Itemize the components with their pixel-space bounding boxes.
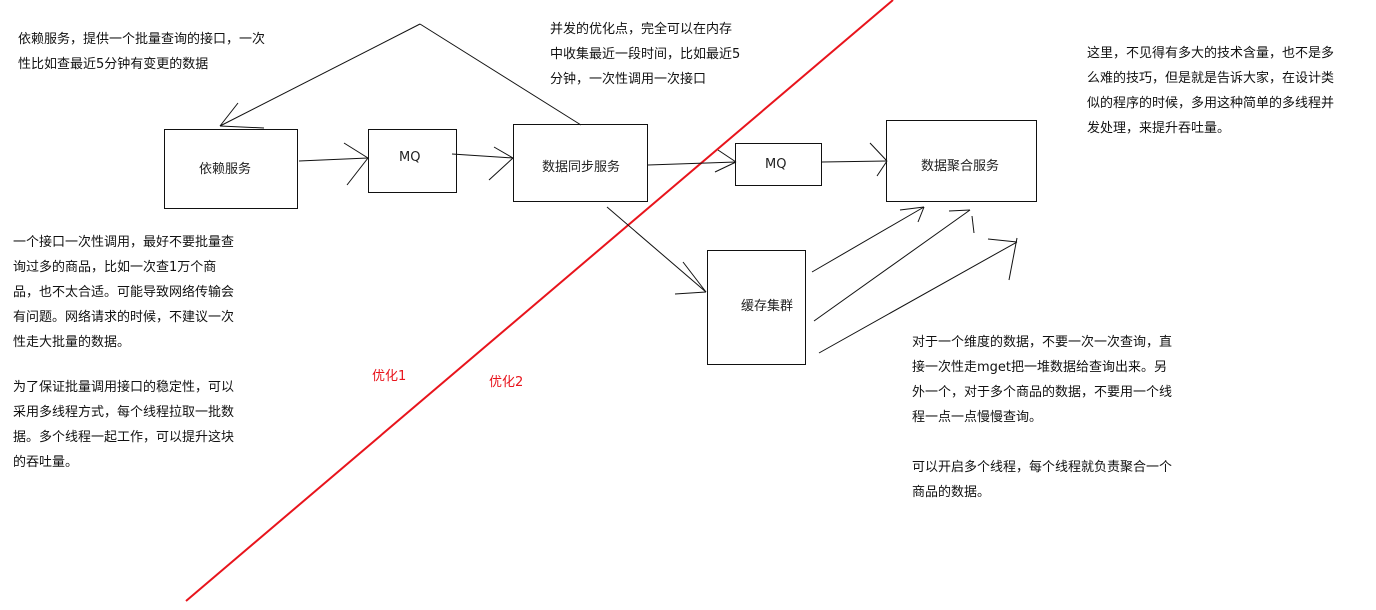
node-label: 依赖服务 [199,162,252,177]
note-dependency-batch-api: 依赖服务，提供一个批量查询的接口，一次 性比如查最近5分钟有变更的数据 [18,32,266,72]
loop-arrow-left-leg [219,23,421,127]
arrow-dependency-to-mq1 [298,157,369,162]
arrow-cache-to-aggregation-3 [818,241,1018,354]
arrowhead-cache [674,261,707,295]
optimization-divider-line [185,0,894,602]
node-mq-1[interactable]: MQ [368,129,457,193]
node-label: 缓存集群 [741,299,794,314]
node-data-sync-service[interactable]: 数据同步服务 [513,124,648,202]
node-data-aggregation-service[interactable]: 数据聚合服务 [886,120,1037,202]
arrowhead-sync [488,146,514,181]
node-label: MQ [765,157,787,172]
arrowhead-mq1 [343,142,369,186]
node-label: 数据聚合服务 [921,159,1000,174]
arrowhead-cache-agg-3 [987,237,1018,281]
arrowhead-cache-agg-1 [899,206,925,223]
arrow-sync-to-cache [606,206,707,293]
note-batch-size-warning: 一个接口一次性调用，最好不要批量查 询过多的商品，比如一次查1万个商 品，也不太… [13,235,235,350]
note-concurrency-optimization: 并发的优化点，完全可以在内存 中收集最近一段时间，比如最近5 分钟，一次性调用一… [550,22,741,87]
note-multithread-batch-pull: 为了保证批量调用接口的稳定性，可以 采用多线程方式，每个线程拉取一批数 据。多个… [13,380,235,470]
node-dependency-service[interactable]: 依赖服务 [164,129,298,209]
loop-arrow-right-leg [419,23,582,126]
note-mget-query: 对于一个维度的数据，不要一次一次查询，直 接一次性走mget把一堆数据给查询出来… [912,335,1173,425]
node-label: 数据同步服务 [542,160,621,175]
node-mq-2[interactable]: MQ [735,143,822,186]
loop-arrowhead [219,102,265,129]
arrow-sync-to-mq2 [647,161,737,166]
arrowhead-mq2 [714,149,737,173]
arrowhead-aggregation [869,142,888,177]
arrow-mq1-to-sync [451,153,514,159]
note-per-product-thread: 可以开启多个线程，每个线程就负责聚合一个 商品的数据。 [912,460,1173,500]
node-label: MQ [399,150,421,165]
label-optimization-2: 优化2 [489,375,524,390]
arrowhead-cache-agg-2 [948,209,975,234]
arrow-cache-to-aggregation-1 [811,206,925,273]
label-optimization-1: 优化1 [372,369,407,384]
node-cache-cluster[interactable]: 缓存集群 [707,250,806,365]
note-multithread-summary: 这里，不见得有多大的技术含量，也不是多 么难的技巧，但是就是告诉大家，在设计类 … [1087,46,1335,136]
arrow-cache-to-aggregation-2 [813,209,971,322]
arrow-mq2-to-aggregation [821,160,888,163]
